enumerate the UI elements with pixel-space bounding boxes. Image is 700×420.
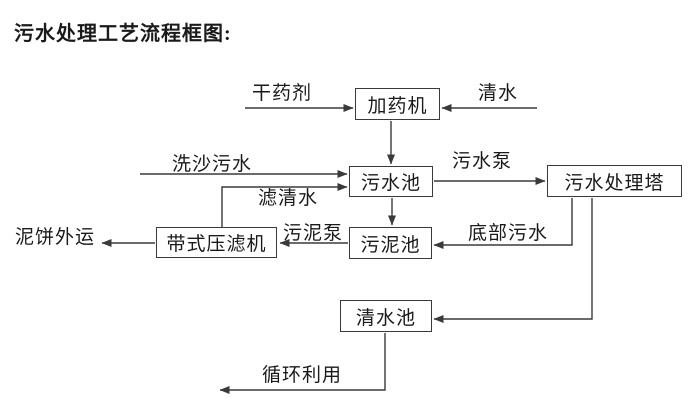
edge-label-sewage-pump: 污水泵 [452, 151, 513, 172]
node-sewage-pool: 污水池 [349, 166, 433, 197]
node-belt-filter-press: 带式压滤机 [156, 227, 277, 258]
edge-label-filtered-water: 滤清水 [258, 188, 319, 209]
node-clean-water-pool: 清水池 [340, 300, 432, 332]
edge-label-sludge-pump: 污泥泵 [283, 223, 344, 244]
edge-label-sand-wash-sewage: 洗沙污水 [172, 154, 253, 175]
edge-label-bottom-sewage: 底部污水 [468, 223, 549, 244]
edge-label-recycling: 循环利用 [262, 365, 343, 386]
edge-label-clean-water: 清水 [478, 83, 519, 104]
arrow-bottom-sewage-tower-to-sludge-pool [433, 198, 573, 249]
arrow-filtered-water-press-to-sewage-pool [221, 183, 348, 227]
node-sewage-treatment-tower: 污水处理塔 [547, 165, 682, 197]
arrow-tower-to-clean-water-pool [433, 198, 593, 323]
node-sludge-pool: 污泥池 [349, 227, 432, 259]
edge-label-mud-cake-out: 泥饼外运 [15, 227, 96, 248]
page-title: 污水处理工艺流程框图: [14, 23, 232, 45]
arrow-clean-water-pool-to-recycling [219, 333, 386, 394]
node-dosing-machine: 加药机 [355, 88, 440, 120]
edge-label-dry-agent: 干药剂 [252, 83, 313, 104]
